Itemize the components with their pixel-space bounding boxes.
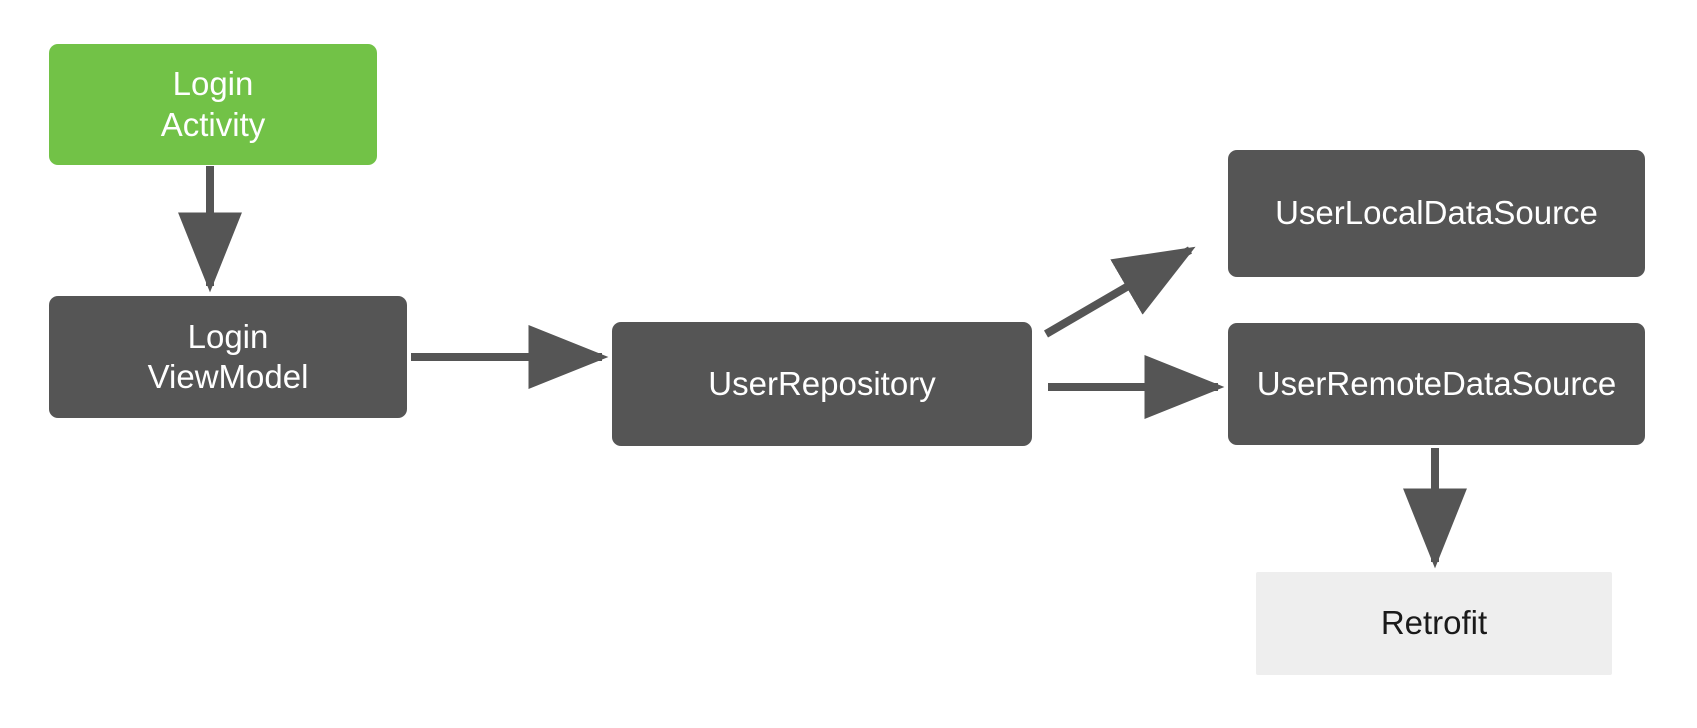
node-login-viewmodel[interactable]: Login ViewModel: [49, 296, 407, 418]
edge-repository-to-local: [1043, 246, 1196, 338]
node-user-local-datasource[interactable]: UserLocalDataSource: [1228, 150, 1645, 277]
node-retrofit[interactable]: Retrofit: [1256, 572, 1612, 675]
node-user-remote-datasource[interactable]: UserRemoteDataSource: [1228, 323, 1645, 445]
node-login-activity[interactable]: Login Activity: [49, 44, 377, 165]
node-user-repository[interactable]: UserRepository: [612, 322, 1032, 446]
